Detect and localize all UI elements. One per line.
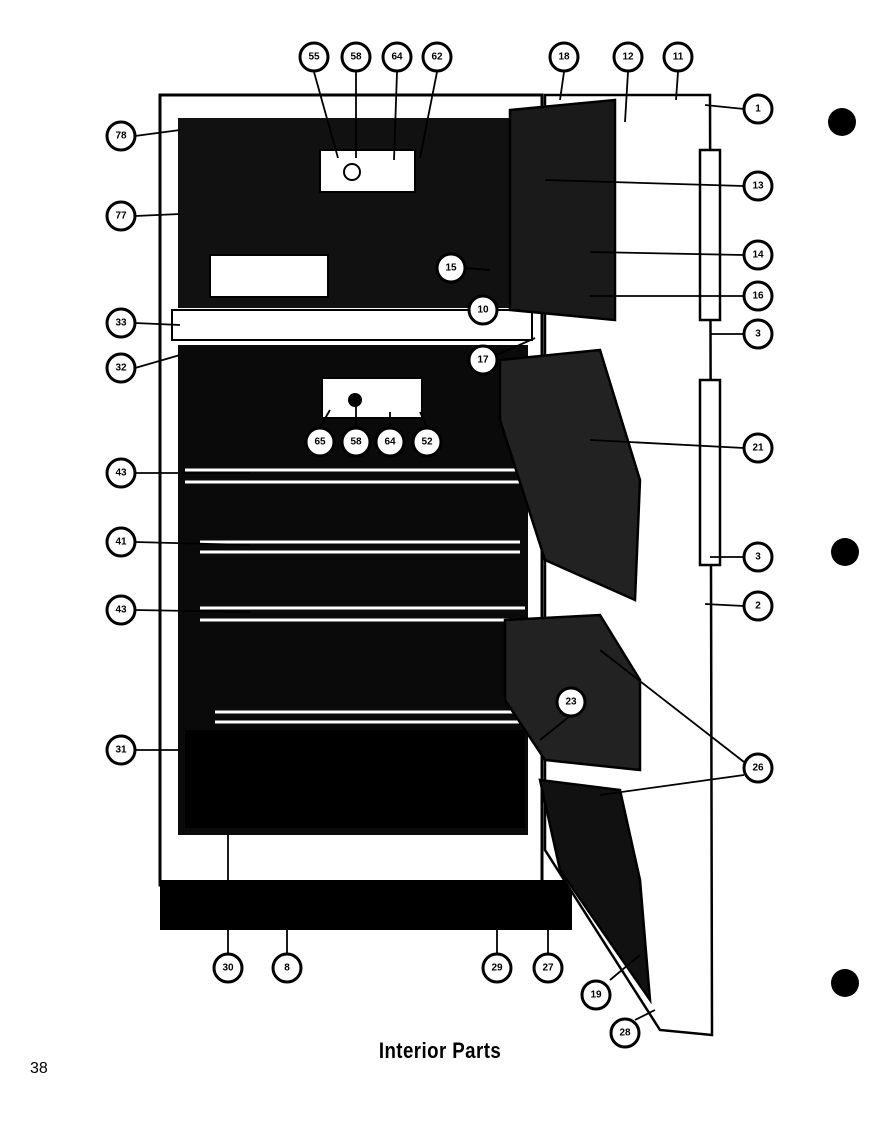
callout-1: 1: [742, 93, 774, 125]
leader-lines: [134, 71, 745, 1021]
callout-30: 30: [212, 952, 244, 984]
svg-text:65: 65: [314, 437, 326, 448]
callout-28: 28: [609, 1017, 641, 1049]
callout-23: 23: [555, 686, 587, 718]
callout-14: 14: [742, 239, 774, 271]
svg-text:33: 33: [115, 318, 127, 329]
svg-text:10: 10: [477, 305, 489, 316]
svg-text:3: 3: [755, 329, 761, 340]
callout-3-upper: 3: [742, 318, 774, 350]
callout-16: 16: [742, 280, 774, 312]
page-number: 38: [30, 1060, 48, 1077]
callout-17: 17: [467, 344, 499, 376]
callout-12: 12: [612, 41, 644, 73]
svg-text:23: 23: [565, 697, 577, 708]
page-title: Interior Parts: [378, 1038, 502, 1063]
svg-text:21: 21: [752, 443, 764, 454]
svg-text:16: 16: [752, 291, 764, 302]
svg-text:58: 58: [350, 52, 362, 63]
svg-text:17: 17: [477, 355, 489, 366]
svg-text:58: 58: [350, 437, 362, 448]
cabinet: [158, 93, 572, 930]
callout-52: 52: [411, 426, 443, 458]
svg-text:52: 52: [421, 437, 433, 448]
svg-text:31: 31: [115, 745, 127, 756]
callout-64-lower: 64: [374, 426, 406, 458]
callout-43-upper: 43: [105, 457, 137, 489]
callout-29: 29: [481, 952, 513, 984]
svg-text:18: 18: [558, 52, 570, 63]
svg-text:11: 11: [673, 52, 684, 63]
callout-11: 11: [662, 41, 694, 73]
binder-hole-middle: [831, 538, 859, 566]
svg-text:2: 2: [755, 601, 761, 612]
callout-62: 62: [421, 41, 453, 73]
callout-65: 65: [304, 426, 336, 458]
svg-text:29: 29: [491, 963, 503, 974]
svg-text:28: 28: [619, 1028, 631, 1039]
svg-text:8: 8: [284, 963, 290, 974]
svg-text:15: 15: [445, 263, 457, 274]
svg-text:14: 14: [752, 250, 764, 261]
callout-77: 77: [105, 200, 137, 232]
svg-text:32: 32: [115, 363, 127, 374]
svg-text:64: 64: [384, 437, 396, 448]
callout-58: 58: [340, 41, 372, 73]
callouts: 55 58 64 62 18 12 11 1 78 77 13 14 15 16…: [105, 41, 774, 1049]
callout-58-lower: 58: [340, 426, 372, 458]
svg-text:41: 41: [115, 537, 127, 548]
callout-18: 18: [548, 41, 580, 73]
callout-15: 15: [435, 252, 467, 284]
callout-21: 21: [742, 432, 774, 464]
callout-27: 27: [532, 952, 564, 984]
binder-hole-top: [828, 108, 856, 136]
binder-hole-bottom: [831, 969, 859, 997]
svg-text:64: 64: [391, 52, 403, 63]
svg-text:43: 43: [115, 468, 127, 479]
callout-78: 78: [105, 120, 137, 152]
svg-text:62: 62: [431, 52, 443, 63]
callout-13: 13: [742, 170, 774, 202]
svg-text:19: 19: [590, 990, 602, 1001]
open-door: [498, 93, 722, 1037]
callout-10: 10: [467, 294, 499, 326]
callout-55: 55: [298, 41, 330, 73]
svg-text:78: 78: [115, 131, 127, 142]
callout-31: 31: [105, 734, 137, 766]
svg-text:43: 43: [115, 605, 127, 616]
callout-41: 41: [105, 526, 137, 558]
svg-text:1: 1: [755, 104, 761, 115]
callout-3-lower: 3: [742, 541, 774, 573]
svg-text:55: 55: [308, 52, 320, 63]
svg-text:27: 27: [542, 963, 554, 974]
callout-32: 32: [105, 352, 137, 384]
callout-8: 8: [271, 952, 303, 984]
cabinet-base: [160, 880, 572, 930]
callout-33: 33: [105, 307, 137, 339]
callout-19: 19: [580, 979, 612, 1011]
svg-text:30: 30: [222, 963, 234, 974]
callout-64: 64: [381, 41, 413, 73]
svg-text:77: 77: [115, 211, 127, 222]
callout-26: 26: [742, 752, 774, 784]
shelves: [185, 468, 525, 724]
svg-text:26: 26: [752, 763, 764, 774]
svg-text:12: 12: [622, 52, 634, 63]
callout-43-lower: 43: [105, 594, 137, 626]
svg-text:13: 13: [752, 181, 764, 192]
callout-2: 2: [742, 590, 774, 622]
svg-text:3: 3: [755, 552, 761, 563]
